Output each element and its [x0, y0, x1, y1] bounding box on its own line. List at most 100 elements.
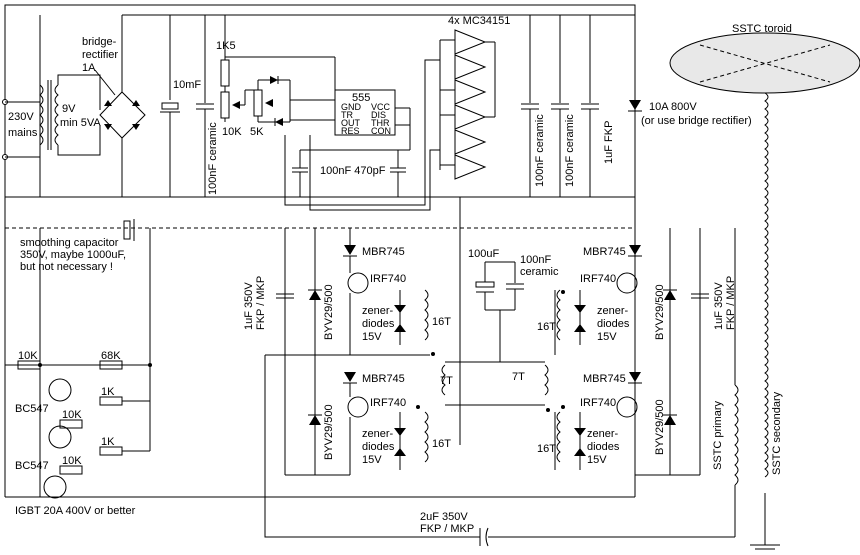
zener-left-bottom-2: diodes	[362, 441, 395, 453]
smoothing-label-2: 350V, maybe 1000uF,	[20, 249, 126, 261]
pot-10k-label: 10K	[222, 126, 242, 138]
zener-right-bottom-2: diodes	[587, 441, 620, 453]
secondary-coil	[764, 92, 769, 478]
transistor-label-a: BC547	[15, 403, 49, 415]
smoothing-label-3: but not necessary !	[20, 261, 113, 273]
turns-7t-right: 7T	[512, 371, 525, 383]
resistor-1k-b: 1K	[101, 436, 115, 448]
irf-right-top: IRF740	[580, 273, 616, 285]
pot-5k-label: 5K	[250, 126, 264, 138]
bridge-label-2: rectifier	[82, 49, 118, 61]
zener-right-bottom-3: 15V	[587, 454, 607, 466]
resistor-1k5-label: 1K5	[216, 40, 236, 52]
ic-555-pin-res: RES	[341, 126, 360, 136]
byv-right-top: BYV29/500	[654, 284, 666, 340]
transistor-bc547-a	[48, 378, 72, 402]
irf-left-bottom: IRF740	[370, 397, 406, 409]
smoothing-label-1: smoothing capacitor	[20, 237, 119, 249]
mbr-right-bottom: MBR745	[583, 373, 626, 385]
irf-left-top: IRF740	[370, 273, 406, 285]
capacitor-100nf-label: 100nF ceramic	[207, 122, 219, 195]
zener-left-top-2: diodes	[362, 318, 395, 330]
cap-1uf-right-1: 1uF 350V	[713, 282, 725, 330]
diode-10a-label: 10A 800V	[649, 101, 697, 113]
zener-left-top-3: 15V	[362, 331, 382, 343]
byv-right-bottom: BYV29/500	[654, 399, 666, 455]
mosfet-right-bottom	[616, 396, 638, 418]
cap-100nf-center-2: ceramic	[520, 266, 559, 278]
secondary-label: SSTC secondary	[771, 391, 783, 475]
cap-100uf-label: 100uF	[468, 248, 499, 260]
turns-left-top: 16T	[432, 316, 451, 328]
gate-coil-right-top	[556, 289, 561, 341]
resistor-1k-a: 1K	[101, 386, 115, 398]
primary-coil	[734, 384, 739, 486]
cap-1uf-left-1: 1uF 350V	[243, 282, 255, 330]
mbr-left-bottom: MBR745	[362, 373, 405, 385]
ic-555	[334, 89, 396, 136]
byv-left-top: BYV29/500	[323, 284, 335, 340]
bridge-rectifier	[99, 15, 146, 197]
transformer	[39, 74, 101, 156]
transformer-voltage: 9V	[62, 103, 76, 115]
capacitor-2uf-label-2: FKP / MKP	[420, 523, 474, 535]
zener-right-bottom-1: zener-	[587, 428, 619, 440]
ic-555-pin-thr: THR	[371, 118, 390, 128]
zener-right-top-1: zener-	[597, 305, 629, 317]
zener-left-bottom-1: zener-	[362, 428, 394, 440]
mbr-left-top: MBR745	[362, 246, 405, 258]
mbr-right-top: MBR745	[583, 246, 626, 258]
primary-label: SSTC primary	[712, 400, 724, 470]
mosfet-left-top	[347, 272, 369, 294]
ic-555-pin-tr: TR	[341, 110, 353, 120]
bridge-label-3: 1A	[82, 62, 96, 74]
cap-1uf-right-2: FKP / MKP	[725, 276, 737, 330]
gate-coil-left-bottom	[424, 411, 429, 463]
capacitor-2uf-label-1: 2uF 350V	[420, 511, 468, 523]
capacitor-1uf-fkp-label: 1uF FKP	[603, 121, 615, 164]
gate-coil-right-bottom	[556, 411, 561, 463]
sstc-toroid	[669, 32, 860, 94]
zener-right-top-2: diodes	[597, 318, 630, 330]
ic-555-pin-vcc: VCC	[371, 102, 391, 112]
ic-555-pin-dis: DIS	[371, 110, 386, 120]
turns-7t-left: 7T	[440, 375, 453, 387]
toroid-label: SSTC toroid	[732, 23, 792, 35]
resistor-10k-c: 10K	[62, 455, 82, 467]
mc34151-drivers	[439, 29, 496, 180]
igbt	[43, 475, 67, 499]
ic-555-pin-gnd: GND	[341, 102, 362, 112]
turns-right-bottom: 16T	[537, 443, 556, 455]
bridge-label-1: bridge-	[82, 36, 117, 48]
gate-drive-coil-7t	[441, 364, 446, 396]
ic-555-pin-con: CON	[371, 126, 391, 136]
cap-1uf-left-2: FKP / MKP	[255, 276, 267, 330]
ic-555-pin-out: OUT	[341, 118, 361, 128]
capacitor-100nf-470pf-label: 100nF 470pF	[320, 165, 386, 177]
mosfet-left-bottom	[347, 396, 369, 418]
byv-left-bottom: BYV29/500	[323, 404, 335, 460]
turns-left-bottom: 16T	[432, 438, 451, 450]
resistor-68k: 68K	[101, 350, 121, 362]
transformer-power: min 5VA	[60, 117, 101, 129]
zener-left-top-1: zener-	[362, 305, 394, 317]
transistor-bc547-b	[48, 425, 72, 449]
mains-label-2: mains	[8, 127, 38, 139]
ic-555-label: 555	[352, 92, 370, 104]
resistor-10k-a: 10K	[18, 350, 38, 362]
zener-right-top-3: 15V	[597, 331, 617, 343]
igbt-label: IGBT 20A 400V or better	[15, 505, 136, 517]
capacitor-10mf-label: 10mF	[173, 79, 201, 91]
transistor-label-b: BC547	[15, 460, 49, 472]
capacitor-ceramic-b-label: 100nF ceramic	[564, 114, 576, 187]
capacitor-ceramic-a-label: 100nF ceramic	[534, 114, 546, 187]
mains-label: 230V	[8, 111, 34, 123]
diode-10a-note: (or use bridge rectifier)	[641, 115, 752, 127]
mosfet-right-top	[616, 272, 638, 294]
irf-right-bottom: IRF740	[580, 397, 616, 409]
resistor-10k-b: 10K	[62, 409, 82, 421]
turns-right-top: 16T	[537, 321, 556, 333]
zener-left-bottom-3: 15V	[362, 454, 382, 466]
gate-coil-left-top	[424, 289, 429, 341]
